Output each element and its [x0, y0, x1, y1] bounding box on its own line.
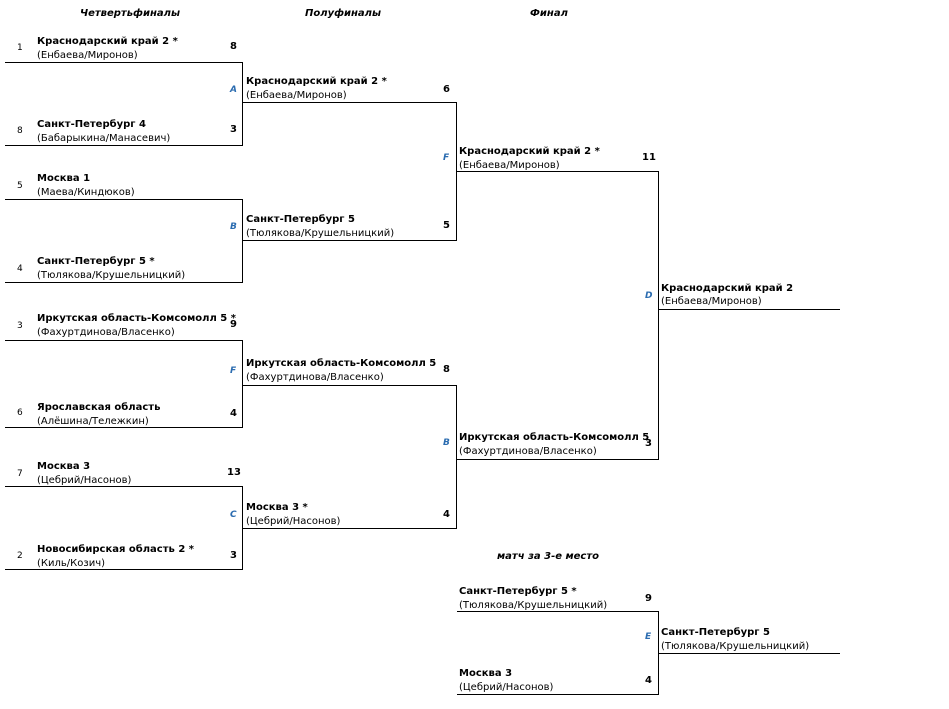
- bracket-line: [5, 427, 243, 428]
- champion-team-name: Краснодарский край 2: [661, 283, 794, 294]
- match-score: 4: [230, 408, 237, 419]
- third-place-winner-team-players: (Тюлякова/Крушельницкий): [661, 641, 810, 652]
- bracket-line: [5, 199, 243, 200]
- match-label: B: [230, 222, 237, 232]
- team-players: (Тюлякова/Крушельницкий): [459, 600, 608, 611]
- bracket-line: [242, 486, 243, 570]
- team-players: (Фахуртдинова/Власенко): [37, 327, 175, 338]
- bracket-line: [5, 569, 243, 570]
- team-name: Москва 1: [37, 173, 91, 184]
- header-quarterfinals: Четвертьфиналы: [80, 8, 180, 19]
- bracket-line: [5, 282, 243, 283]
- match-score: 3: [645, 438, 652, 449]
- team-name: Ярославская область: [37, 402, 161, 413]
- team-name: Санкт-Петербург 5 *: [37, 256, 155, 267]
- team-name: Москва 3: [459, 668, 513, 679]
- bracket-line: [243, 240, 457, 241]
- bracket-line: [659, 653, 840, 654]
- header-third-place: матч за 3-е место: [497, 551, 600, 562]
- bracket-line: [659, 309, 840, 310]
- match-score: 9: [230, 319, 237, 330]
- team-name: Новосибирская область 2 *: [37, 544, 195, 555]
- bracket-line: [242, 62, 243, 146]
- bracket-line: [658, 611, 659, 695]
- seed-number: 2: [17, 551, 23, 561]
- team-players: (Цебрий/Насонов): [246, 516, 341, 527]
- champion-team-players: (Енбаева/Миронов): [661, 296, 762, 307]
- match-score: 3: [230, 124, 237, 135]
- bracket-line: [5, 145, 243, 146]
- bracket-line: [243, 528, 457, 529]
- bracket-line: [243, 102, 457, 103]
- team-players: (Тюлякова/Крушельницкий): [37, 270, 186, 281]
- bracket-line: [243, 385, 457, 386]
- team-name: Иркутская область-Комсомолл 5: [246, 358, 437, 369]
- seed-number: 3: [17, 321, 23, 331]
- bracket-line: [456, 385, 457, 529]
- match-score: 5: [443, 220, 450, 231]
- bracket-line: [457, 611, 659, 612]
- bracket-line: [658, 171, 659, 460]
- team-name: Иркутская область-Комсомолл 5: [459, 432, 650, 443]
- team-players: (Цебрий/Насонов): [459, 682, 554, 693]
- match-score: 11: [642, 152, 656, 163]
- match-label: E: [645, 632, 652, 642]
- match-label: B: [443, 438, 450, 448]
- match-score: 4: [645, 675, 652, 686]
- header-final: Финал: [530, 8, 568, 19]
- match-label: F: [443, 153, 450, 163]
- team-players: (Фахуртдинова/Власенко): [246, 372, 384, 383]
- header-semifinals: Полуфиналы: [305, 8, 382, 19]
- bracket-line: [457, 694, 659, 695]
- team-name: Краснодарский край 2 *: [459, 146, 600, 157]
- seed-number: 7: [17, 469, 23, 479]
- team-players: (Бабарыкина/Манасевич): [37, 133, 171, 144]
- team-name: Санкт-Петербург 5 *: [459, 586, 577, 597]
- team-name: Москва 3: [37, 461, 91, 472]
- match-label: A: [230, 85, 237, 95]
- match-score: 8: [230, 41, 237, 52]
- bracket-line: [242, 199, 243, 283]
- third-place-winner-team-name: Санкт-Петербург 5: [661, 627, 770, 638]
- match-score: 8: [443, 364, 450, 375]
- team-name: Краснодарский край 2 *: [37, 36, 178, 47]
- seed-number: 4: [17, 264, 23, 274]
- bracket-line: [457, 171, 659, 172]
- team-name: Краснодарский край 2 *: [246, 76, 387, 87]
- team-players: (Цебрий/Насонов): [37, 475, 132, 486]
- team-name: Москва 3 *: [246, 502, 308, 513]
- match-label: D: [645, 291, 653, 301]
- match-label: F: [230, 366, 237, 376]
- match-score: 9: [645, 593, 652, 604]
- team-players: (Маева/Киндюков): [37, 187, 135, 198]
- team-players: (Енбаева/Миронов): [459, 160, 560, 171]
- team-players: (Тюлякова/Крушельницкий): [246, 228, 395, 239]
- team-name: Иркутская область-Комсомолл 5 *: [37, 313, 236, 324]
- bracket-line: [5, 340, 243, 341]
- match-score: 4: [443, 509, 450, 520]
- match-score: 13: [227, 467, 241, 478]
- team-name: Санкт-Петербург 4: [37, 119, 146, 130]
- bracket-line: [456, 102, 457, 241]
- seed-number: 6: [17, 408, 23, 418]
- team-players: (Алёшина/Тележкин): [37, 416, 149, 427]
- match-score: 3: [230, 550, 237, 561]
- bracket-line: [242, 340, 243, 428]
- seed-number: 8: [17, 126, 23, 136]
- team-players: (Фахуртдинова/Власенко): [459, 446, 597, 457]
- team-players: (Енбаева/Миронов): [246, 90, 347, 101]
- team-players: (Енбаева/Миронов): [37, 50, 138, 61]
- bracket-line: [5, 486, 243, 487]
- match-score: 6: [443, 84, 450, 95]
- team-players: (Киль/Козич): [37, 558, 105, 569]
- match-label: C: [230, 510, 237, 520]
- team-name: Санкт-Петербург 5: [246, 214, 355, 225]
- bracket-line: [457, 459, 659, 460]
- bracket-line: [5, 62, 243, 63]
- seed-number: 1: [17, 43, 23, 53]
- seed-number: 5: [17, 181, 23, 191]
